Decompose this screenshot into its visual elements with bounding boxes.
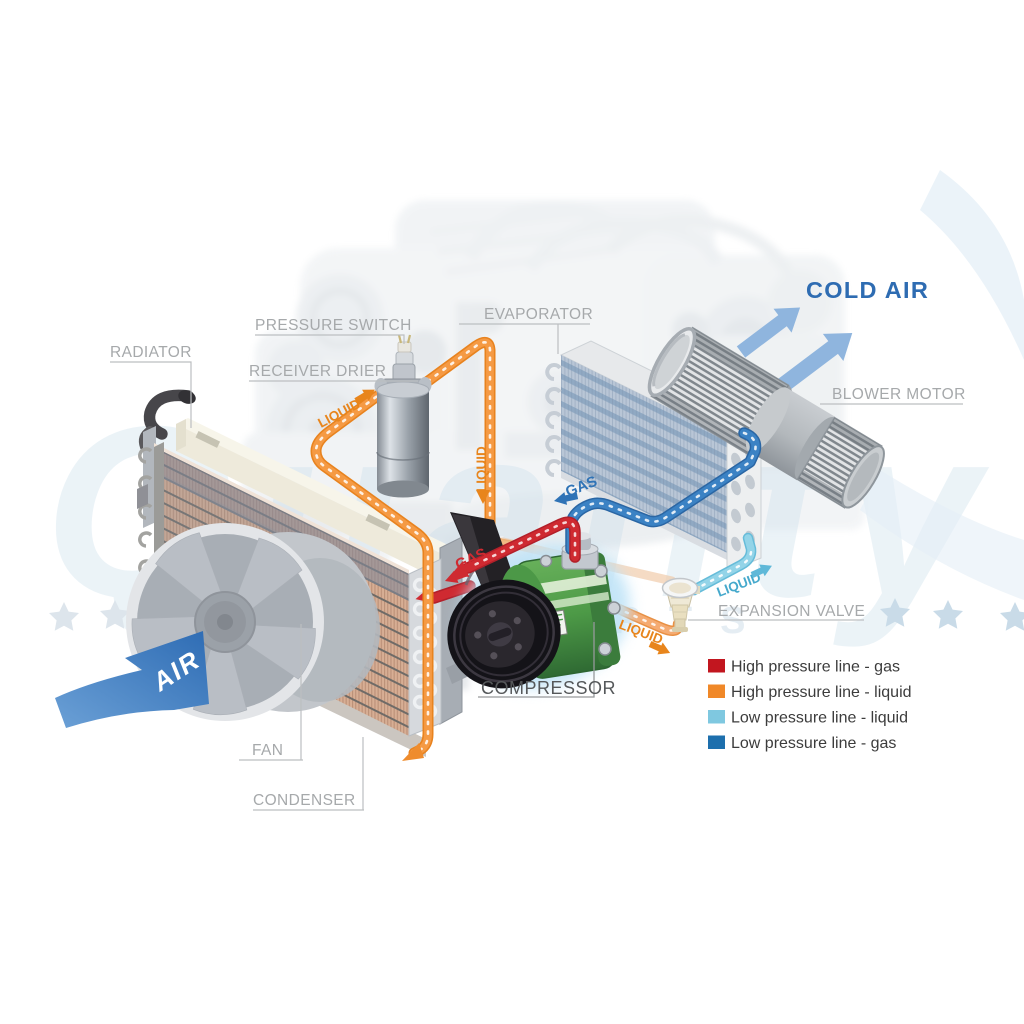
svg-text:EVAPORATOR: EVAPORATOR (484, 306, 593, 323)
svg-text:Low pressure line - liquid: Low pressure line - liquid (731, 710, 908, 727)
svg-text:Low pressure line - gas: Low pressure line - gas (731, 735, 896, 752)
svg-text:LIQUID: LIQUID (474, 446, 489, 492)
svg-text:RECEIVER DRIER: RECEIVER DRIER (249, 363, 386, 380)
svg-text:CONDENSER: CONDENSER (253, 792, 356, 809)
svg-text:FAN: FAN (252, 742, 283, 759)
svg-text:High pressure line - gas: High pressure line - gas (731, 659, 900, 676)
svg-text:PRESSURE SWITCH: PRESSURE SWITCH (255, 317, 412, 334)
svg-text:High pressure line - liquid: High pressure line - liquid (731, 684, 912, 701)
svg-text:RADIATOR: RADIATOR (110, 344, 192, 361)
svg-text:COLD AIR: COLD AIR (806, 277, 929, 303)
svg-text:COMPRESSOR: COMPRESSOR (481, 678, 616, 698)
svg-text:BLOWER MOTOR: BLOWER MOTOR (832, 386, 966, 403)
svg-text:EXPANSION VALVE: EXPANSION VALVE (718, 603, 865, 620)
